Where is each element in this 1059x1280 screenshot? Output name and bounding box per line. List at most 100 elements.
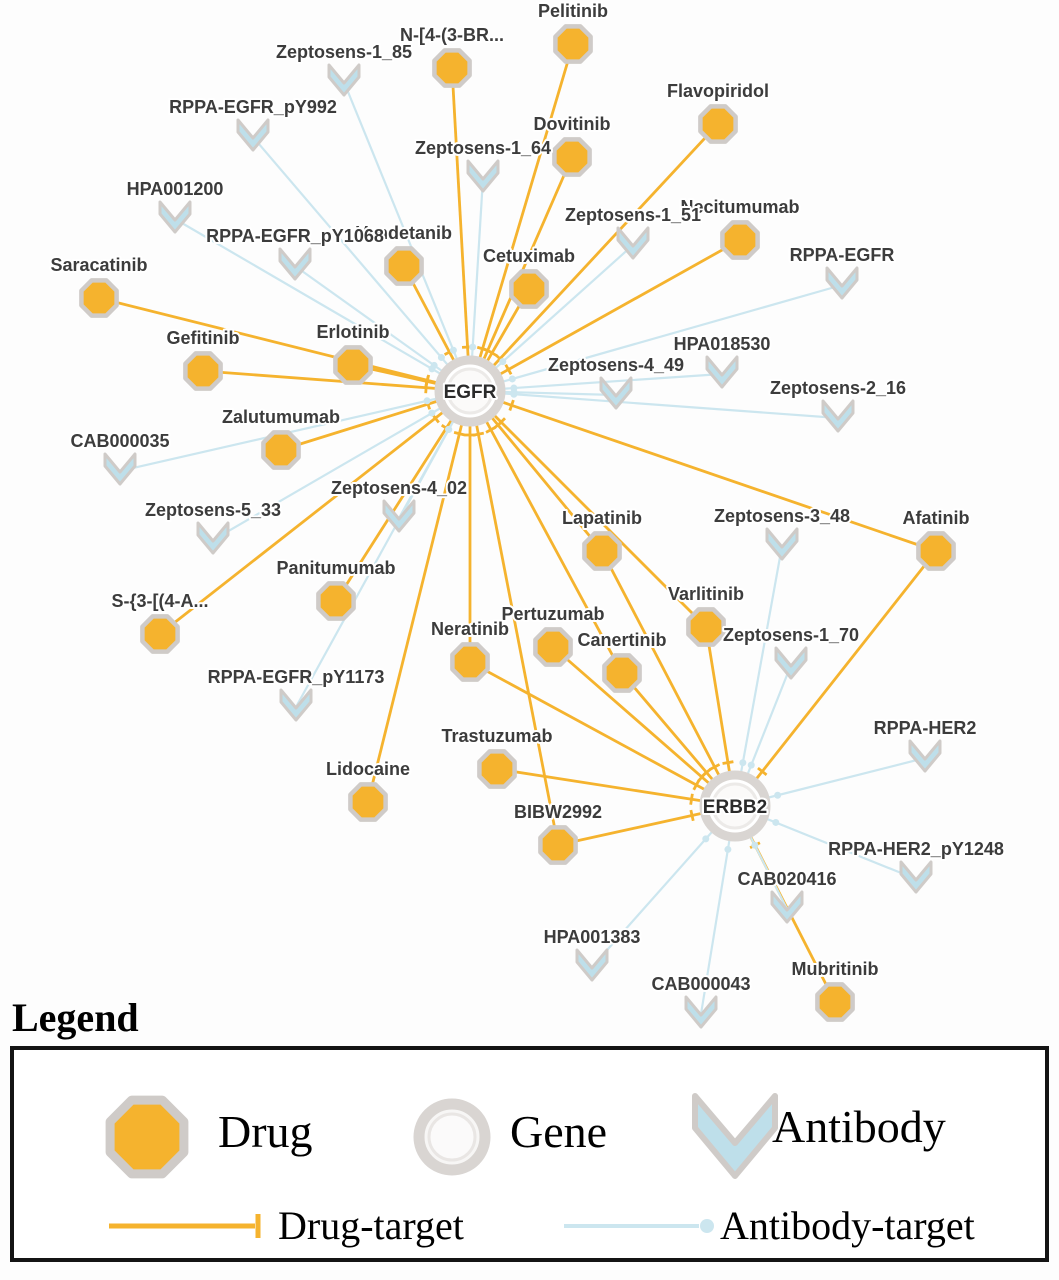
drug-target-edge bbox=[469, 660, 736, 808]
label-rppa_egfr: RPPA-EGFR bbox=[790, 245, 895, 265]
drug-node-varlitinib bbox=[686, 607, 726, 647]
antibody-target-edge bbox=[294, 265, 471, 392]
antibody-target-dot bbox=[423, 397, 431, 405]
drug-node-afatinib bbox=[916, 531, 956, 571]
antibody-target-dot bbox=[747, 761, 755, 769]
antibody-target-dot bbox=[430, 361, 438, 369]
drug-node-saracatinib bbox=[79, 278, 119, 318]
label-erlotinib: Erlotinib bbox=[317, 322, 390, 342]
drug-target-tee bbox=[692, 779, 701, 791]
antibody-node-zeptosens_5_33 bbox=[196, 521, 230, 555]
drug-target-tee bbox=[709, 763, 721, 771]
legend-title: Legend bbox=[12, 995, 139, 1040]
legend-drug-target-label: Drug-target bbox=[278, 1203, 464, 1248]
drug-target-tee bbox=[496, 417, 506, 427]
label-dovitinib: Dovitinib bbox=[534, 114, 611, 134]
drug-node-zalutumumab bbox=[261, 430, 301, 470]
antibody-target-line-icon bbox=[564, 1219, 714, 1233]
drug-target-tee bbox=[485, 425, 497, 434]
drug-target-edge bbox=[450, 67, 472, 392]
drug-node-n4_3br bbox=[432, 48, 472, 88]
label-zeptosens_3_48: Zeptosens-3_48 bbox=[714, 506, 850, 526]
antibody-target-edge bbox=[174, 218, 471, 392]
label-zeptosens_1_85: Zeptosens-1_85 bbox=[276, 42, 412, 62]
drug-target-tee bbox=[757, 766, 768, 776]
label-vandetanib: Vandetanib bbox=[356, 223, 452, 243]
drug-target-edge bbox=[496, 767, 736, 808]
antibody-chevron-icon bbox=[692, 1093, 778, 1179]
antibody-node-cab020416 bbox=[770, 890, 804, 924]
label-n4_3br: N-[4-(3-BR... bbox=[400, 25, 504, 45]
label-zeptosens_1_64: Zeptosens-1_64 bbox=[415, 138, 551, 158]
drug-target-edge bbox=[468, 390, 560, 846]
drug-node-necitumumab bbox=[720, 220, 760, 260]
antibody-node-cab000043 bbox=[684, 995, 718, 1029]
antibody-target-edge bbox=[469, 283, 843, 393]
label-panitumumab: Panitumumab bbox=[276, 558, 395, 578]
antibody-target-dot bbox=[469, 343, 477, 351]
label-afatinib: Afatinib bbox=[903, 508, 970, 528]
drug-target-line-icon bbox=[109, 1214, 261, 1238]
drug-node-vandetanib bbox=[384, 246, 424, 286]
antibody-node-zeptosens_1_64 bbox=[466, 159, 500, 193]
antibody-node-hpa018530 bbox=[705, 355, 739, 389]
label-cab020416: CAB020416 bbox=[737, 869, 836, 889]
legend-gene-label: Gene bbox=[510, 1106, 608, 1157]
drug-target-tee bbox=[453, 431, 466, 437]
label-saracatinib: Saracatinib bbox=[50, 255, 147, 275]
drug-node-s3_4a bbox=[140, 614, 180, 654]
antibody-node-zeptosens_4_49 bbox=[599, 376, 633, 410]
antibody-target-edge bbox=[469, 389, 839, 420]
label-rppa_her2_py1248: RPPA-HER2_pY1248 bbox=[828, 839, 1004, 859]
label-rppa_egfr_py1173: RPPA-EGFR_pY1173 bbox=[208, 667, 385, 687]
antibody-node-zeptosens_4_02 bbox=[382, 499, 416, 533]
antibody-node-zeptosens_3_48 bbox=[765, 527, 799, 561]
label-zeptosens_2_16: Zeptosens-2_16 bbox=[770, 378, 906, 398]
antibody-target-edge bbox=[119, 389, 471, 473]
label-flavopiridol: Flavopiridol bbox=[667, 81, 769, 101]
drug-target-edge bbox=[468, 390, 624, 674]
label-hpa018530: HPA018530 bbox=[674, 334, 771, 354]
legend-antibody-label: Antibody bbox=[772, 1101, 946, 1152]
drug-target-tee bbox=[508, 399, 515, 411]
antibody-node-zeptosens_1_85 bbox=[327, 63, 361, 97]
antibody-target-dot bbox=[772, 818, 780, 826]
label-gefitinib: Gefitinib bbox=[167, 328, 240, 348]
drug-target-tee bbox=[504, 364, 513, 376]
label-lidocaine: Lidocaine bbox=[326, 759, 410, 779]
drug-node-erlotinib bbox=[333, 345, 373, 385]
label-bibw2992: BIBW2992 bbox=[514, 802, 602, 822]
antibody-node-rppa_egfr_py1068 bbox=[278, 247, 312, 281]
drug-target-tee bbox=[472, 431, 485, 437]
label-canertinib: Canertinib bbox=[577, 630, 666, 650]
drug-target-edge bbox=[552, 645, 736, 808]
label-cab000043: CAB000043 bbox=[651, 974, 750, 994]
antibody-target-dot bbox=[449, 346, 457, 354]
antibody-node-rppa_egfr_py1173 bbox=[279, 688, 313, 722]
label-zeptosens_1_70: Zeptosens-1_70 bbox=[723, 625, 859, 645]
label-zeptosens_4_02: Zeptosens-4_02 bbox=[331, 478, 467, 498]
drug-target-tee bbox=[486, 348, 498, 357]
antibody-target-dot bbox=[739, 759, 747, 767]
antibody-target-edge bbox=[469, 372, 723, 393]
antibody-target-dot bbox=[724, 845, 732, 853]
drug-node-gefitinib bbox=[183, 351, 223, 391]
drug-target-tee bbox=[697, 771, 707, 783]
label-s3_4a: S-{3-[(4-A... bbox=[111, 591, 208, 611]
antibody-node-rppa_egfr_py992 bbox=[236, 118, 270, 152]
label-rppa_egfr_py1068: RPPA-EGFR_pY1068 bbox=[206, 226, 384, 246]
label-zalutumumab: Zalutumumab bbox=[222, 407, 340, 427]
label-egfr: EGFR bbox=[444, 382, 497, 403]
drug-octagon-icon bbox=[105, 1095, 189, 1179]
label-pelitinib: Pelitinib bbox=[538, 1, 608, 21]
drug-node-mubritinib bbox=[815, 982, 855, 1022]
legend-drug-label: Drug bbox=[218, 1106, 313, 1157]
antibody-node-hpa001200 bbox=[158, 200, 192, 234]
drug-target-edge bbox=[468, 123, 720, 392]
label-neratinib: Neratinib bbox=[431, 619, 509, 639]
drug-target-edge bbox=[468, 43, 575, 392]
gene-node-inner-erbb2 bbox=[711, 782, 759, 830]
drug-node-flavopiridol bbox=[698, 104, 738, 144]
label-mubritinib: Mubritinib bbox=[792, 959, 879, 979]
